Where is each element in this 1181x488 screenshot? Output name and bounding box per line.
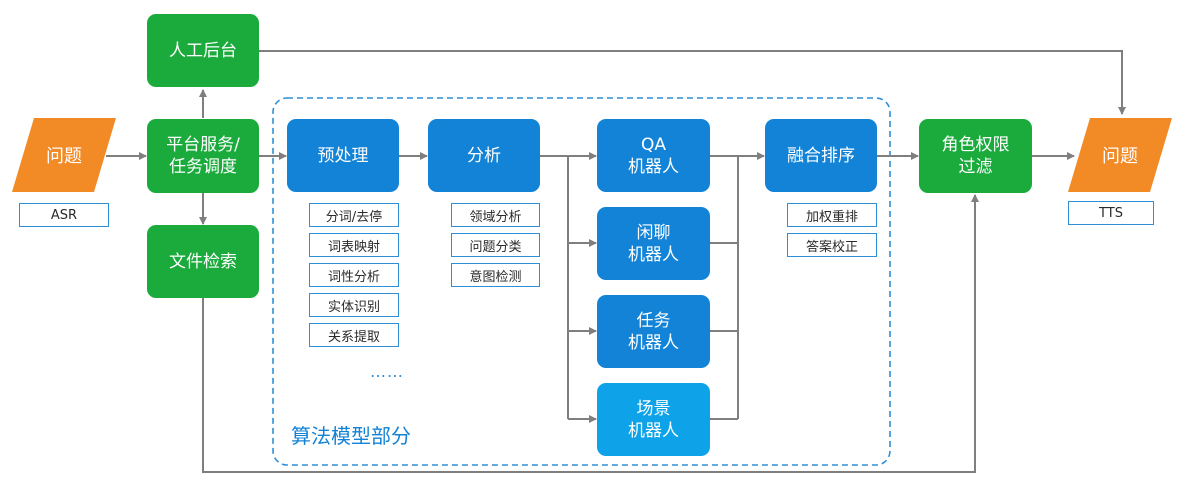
preprocess-item: 实体识别 <box>309 293 399 317</box>
algorithm-region-border <box>272 97 891 466</box>
analysis-item: 领域分析 <box>451 203 540 227</box>
scene-robot-box: 场景 机器人 <box>597 383 710 456</box>
platform-service-box: 平台服务/ 任务调度 <box>147 119 259 193</box>
role-filter-box: 角色权限 过滤 <box>919 119 1032 193</box>
preprocess-item: 词表映射 <box>309 233 399 257</box>
task-robot-box: 任务 机器人 <box>597 295 710 368</box>
preprocess-item: 词性分析 <box>309 263 399 287</box>
preprocess-item: 关系提取 <box>309 323 399 347</box>
fusion-ranking-box: 融合排序 <box>765 119 877 192</box>
fusion-item: 加权重排 <box>787 203 877 227</box>
output-question-node: 问题 <box>1068 118 1172 192</box>
file-retrieval-box: 文件检索 <box>147 225 259 298</box>
line-robots-merge <box>710 155 739 420</box>
algorithm-section-title: 算法模型部分 <box>291 424 411 448</box>
line-analysis-branch <box>540 155 569 419</box>
chat-robot-box: 闲聊 机器人 <box>597 207 710 280</box>
fusion-item: 答案校正 <box>787 233 877 257</box>
preprocess-box: 预处理 <box>287 119 399 192</box>
preprocess-item: 分词/去停 <box>309 203 399 227</box>
asr-tag: ASR <box>19 203 109 227</box>
qa-robot-box: QA 机器人 <box>597 119 710 192</box>
analysis-item: 意图检测 <box>451 263 540 287</box>
output-question-label: 问题 <box>1102 146 1138 167</box>
analysis-box: 分析 <box>428 119 540 192</box>
arrow-backend-to-output <box>259 50 1126 115</box>
input-parallelogram-shape <box>12 118 116 192</box>
output-parallelogram-shape <box>1068 118 1172 192</box>
preprocess-more-dots: …… <box>370 362 404 381</box>
manual-backend-box: 人工后台 <box>147 14 259 87</box>
arrow-file-to-filter <box>202 194 979 473</box>
input-question-node: 问题 <box>12 118 116 192</box>
analysis-item: 问题分类 <box>451 233 540 257</box>
tts-tag: TTS <box>1068 201 1154 225</box>
input-question-label: 问题 <box>46 146 82 167</box>
